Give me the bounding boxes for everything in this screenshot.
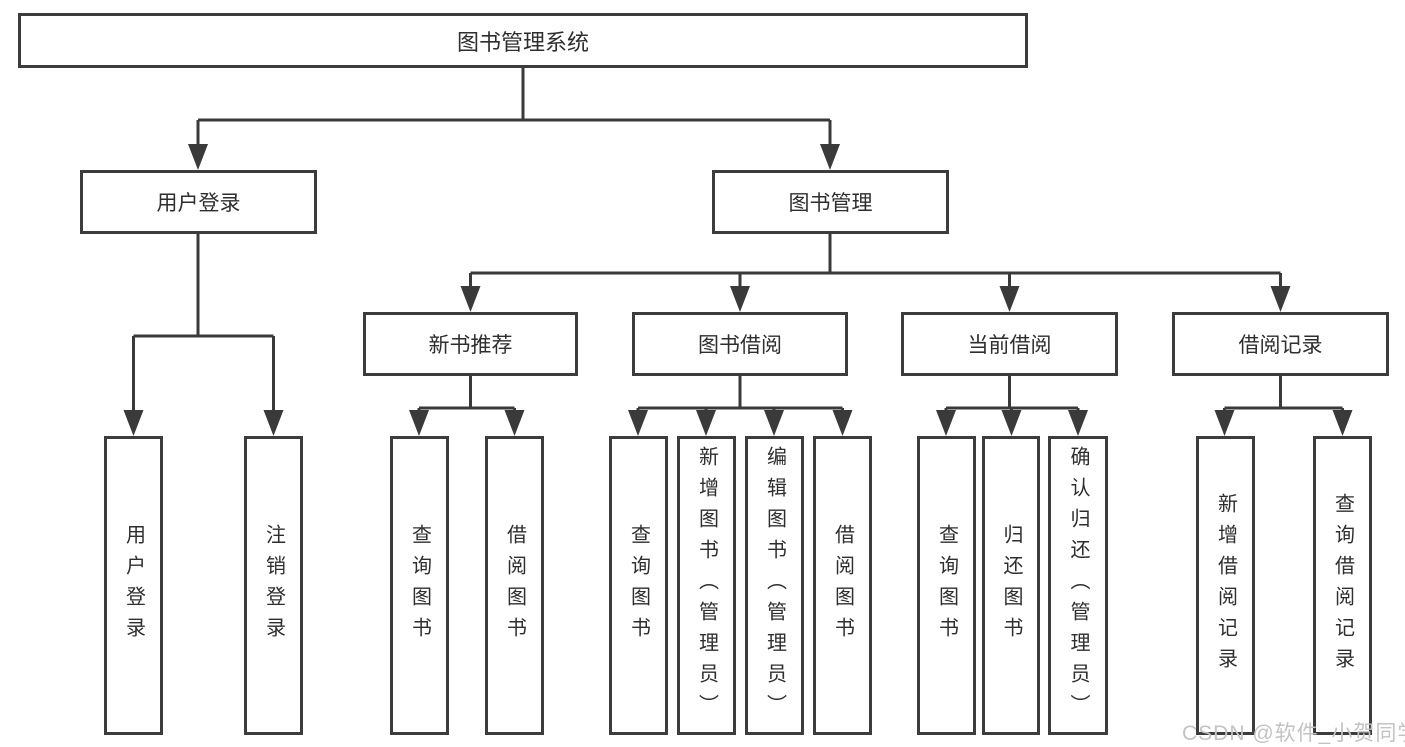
node-label: 当前借阅 (967, 334, 1052, 357)
leaf-return-book: 归还图书 (982, 436, 1040, 735)
edge-new-book-recommend-to-children (409, 376, 525, 436)
leaf-borrow-books: 借阅图书 (813, 436, 872, 735)
watermark-text: CSDN @软件_小贺同学 (1182, 722, 1405, 745)
node-label: 新增图书（管理员） (695, 446, 718, 725)
leaf-query-books-current: 查询图书 (917, 436, 976, 735)
node-current-borrow: 当前借阅 (901, 312, 1118, 376)
node-label: 注销登录 (262, 523, 285, 648)
leaf-add-book-admin: 新增图书（管理员） (677, 436, 736, 735)
edge-book-management-to-children (460, 234, 1291, 312)
node-label: 新书推荐 (428, 334, 513, 357)
node-label: 查询图书 (935, 523, 958, 648)
node-label: 查询图书 (627, 523, 650, 648)
leaf-borrow-books-recommend: 借阅图书 (485, 436, 544, 735)
edge-root-to-children (188, 68, 840, 170)
node-label: 借阅图书 (831, 523, 854, 648)
node-label: 归还图书 (1000, 523, 1022, 648)
edge-book-borrow-to-children (628, 376, 853, 436)
node-root-system: 图书管理系统 (18, 13, 1028, 68)
edge-current-borrow-to-children (936, 376, 1088, 436)
node-label: 确认归还（管理员） (1067, 446, 1089, 725)
leaf-query-books-recommend: 查询图书 (390, 436, 449, 735)
leaf-query-books-borrow: 查询图书 (609, 436, 668, 735)
node-book-management: 图书管理 (712, 170, 949, 234)
leaf-add-borrow-record: 新增借阅记录 (1196, 436, 1255, 735)
node-label: 图书管理系统 (456, 29, 589, 55)
leaf-edit-book-admin: 编辑图书（管理员） (745, 436, 804, 735)
node-label: 编辑图书（管理员） (763, 446, 786, 725)
node-label: 图书管理 (788, 192, 873, 215)
leaf-confirm-return-admin: 确认归还（管理员） (1048, 436, 1108, 735)
node-label: 借阅图书 (503, 523, 526, 648)
node-label: 查询借阅记录 (1331, 492, 1354, 679)
node-label: 借阅记录 (1238, 334, 1323, 357)
node-label: 新增借阅记录 (1214, 492, 1237, 679)
node-new-book-recommend: 新书推荐 (363, 312, 578, 376)
node-book-borrow: 图书借阅 (632, 312, 848, 376)
node-label: 图书借阅 (698, 334, 782, 357)
leaf-user-login: 用户登录 (104, 436, 163, 735)
node-label: 用户登录 (156, 192, 241, 215)
node-label: 用户登录 (122, 523, 145, 648)
leaf-logout: 注销登录 (244, 436, 303, 735)
node-user-login: 用户登录 (80, 170, 317, 234)
leaf-query-borrow-record: 查询借阅记录 (1313, 436, 1372, 735)
edge-borrow-records-to-children (1214, 376, 1353, 436)
edge-user-login-to-children (123, 234, 284, 436)
node-borrow-records: 借阅记录 (1172, 312, 1389, 376)
node-label: 查询图书 (408, 523, 431, 648)
